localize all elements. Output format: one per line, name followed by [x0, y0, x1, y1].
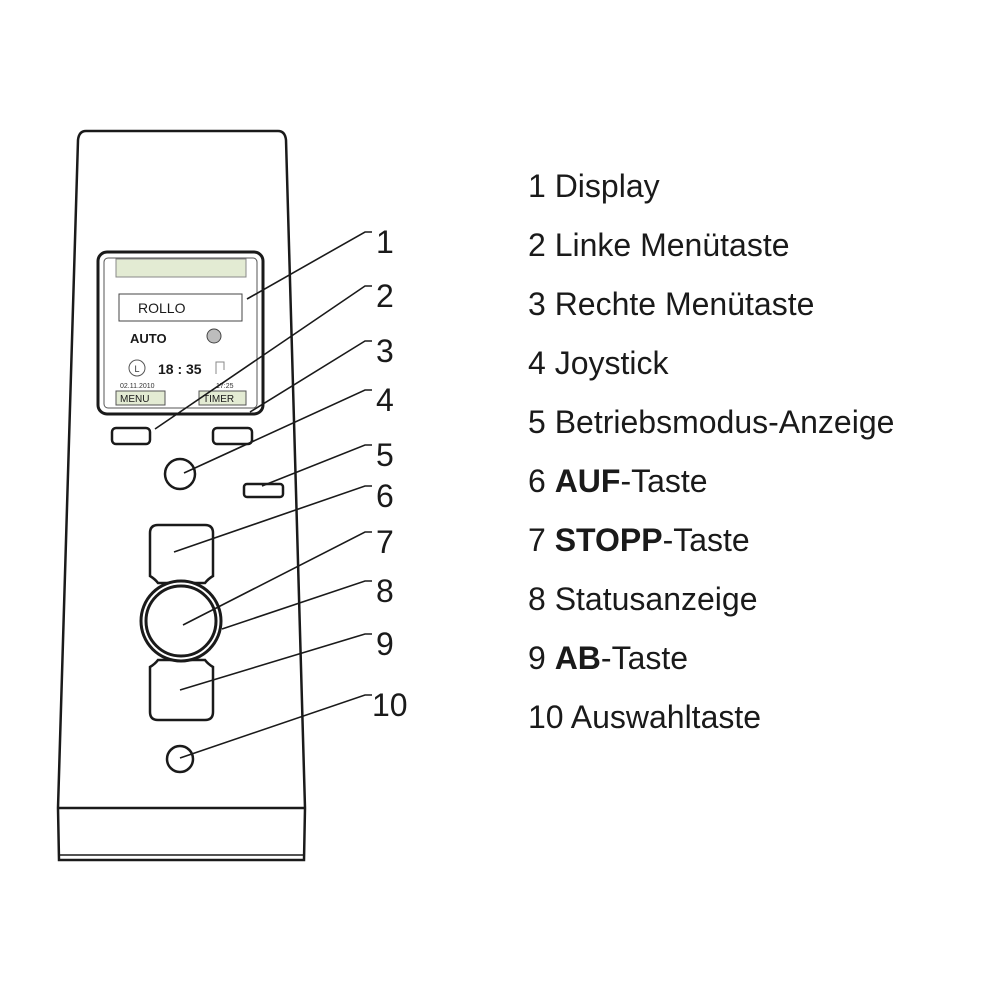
callout-number-6: 6 [376, 478, 394, 514]
up-button[interactable] [148, 523, 215, 585]
legend-text: Statusanzeige [554, 581, 758, 617]
display-field-box [118, 293, 243, 322]
callout-line-10 [179, 694, 372, 759]
callout-number-1: 1 [376, 224, 394, 260]
callout-number-8: 8 [376, 573, 394, 609]
clock-icon [128, 359, 146, 377]
callout-line-6 [173, 485, 372, 553]
select-button[interactable] [165, 744, 195, 774]
left-menu-button[interactable] [110, 426, 152, 446]
display-field-text: ROLLO [138, 300, 186, 316]
display-status-dot [206, 328, 222, 344]
callout-line-7 [182, 531, 372, 626]
callout-number-3: 3 [376, 333, 394, 369]
legend-item-3: 3 Rechte Menütaste [528, 284, 894, 343]
legend-num: 10 [528, 699, 564, 735]
callout-number-10: 10 [372, 687, 408, 723]
callout-number-9: 9 [376, 626, 394, 662]
legend-text: -Taste [662, 522, 750, 558]
callout-number-2: 2 [376, 278, 394, 314]
callout-line-1 [246, 231, 372, 300]
callout-line-8 [221, 580, 372, 630]
softkey-menu-label: MENU [120, 394, 149, 405]
callout-line-5 [261, 444, 372, 487]
callout-line-2 [154, 285, 372, 430]
legend-item-5: 5 Betriebsmodus-Anzeige [528, 402, 894, 461]
legend-text: Joystick [554, 345, 669, 381]
softkey-menu-label-box [115, 390, 166, 406]
legend-text: Rechte Menütaste [554, 286, 815, 322]
legend-num: 5 [528, 404, 546, 440]
legend-text: Linke Menütaste [554, 227, 790, 263]
legend-item-1: 1 Display [528, 166, 894, 225]
callout-number-5: 5 [376, 437, 394, 473]
stop-button[interactable] [144, 584, 218, 658]
legend-item-8: 8 Statusanzeige [528, 579, 894, 638]
legend-text: Auswahltaste [570, 699, 762, 735]
legend: 1 Display 2 Linke Menütaste 3 Rechte Men… [528, 166, 894, 756]
softkey-timer-label: TIMER [203, 394, 234, 405]
legend-num: 7 [528, 522, 546, 558]
clock-icon-label: L [134, 364, 139, 374]
right-menu-button[interactable] [211, 426, 254, 446]
callout-number-4: 4 [376, 382, 394, 418]
legend-bold: AUF [554, 463, 621, 499]
legend-item-9: 9 AB-Taste [528, 638, 894, 697]
legend-num: 6 [528, 463, 546, 499]
legend-item-4: 4 Joystick [528, 343, 894, 402]
legend-num: 4 [528, 345, 546, 381]
joystick[interactable] [163, 457, 197, 491]
legend-bold: STOPP [554, 522, 663, 558]
legend-text: Betriebsmodus-Anzeige [554, 404, 895, 440]
callout-line-4 [183, 389, 372, 474]
legend-num: 2 [528, 227, 546, 263]
legend-num: 1 [528, 168, 546, 204]
callout-line-3 [249, 340, 372, 413]
legend-item-6: 6 AUF-Taste [528, 461, 894, 520]
mode-indicator [242, 482, 285, 499]
legend-bold: AB [554, 640, 601, 676]
timer-icon [215, 361, 225, 374]
callout-lines [154, 231, 372, 759]
legend-text: Display [554, 168, 660, 204]
legend-item-7: 7 STOPP-Taste [528, 520, 894, 579]
display: ROLLO AUTO L 18 : 35 02.11.2010 17:25 ME… [96, 250, 265, 416]
legend-num: 3 [528, 286, 546, 322]
legend-text: -Taste [600, 640, 689, 676]
legend-text: -Taste [620, 463, 708, 499]
callout-number-7: 7 [376, 524, 394, 560]
legend-num: 9 [528, 640, 546, 676]
legend-item-10: 10 Auswahltaste [528, 697, 894, 756]
softkey-timer-label-box [198, 390, 247, 406]
display-time-text: 18 : 35 [158, 361, 202, 377]
display-header-bar [115, 258, 247, 278]
legend-num: 8 [528, 581, 546, 617]
callout-line-9 [179, 633, 372, 691]
display-mode-text: AUTO [130, 331, 167, 346]
display-small-time-text: 17:25 [216, 383, 234, 390]
legend-item-2: 2 Linke Menütaste [528, 225, 894, 284]
display-date-text: 02.11.2010 [120, 383, 155, 390]
